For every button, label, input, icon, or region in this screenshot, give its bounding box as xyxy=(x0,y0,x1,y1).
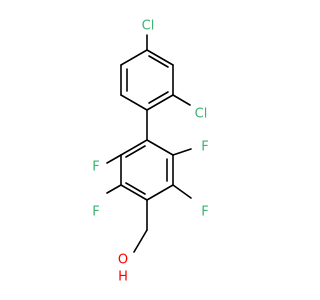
fluorine-label-upper-left: F xyxy=(92,160,99,175)
molecule-canvas: Cl Cl F F F F O H xyxy=(92,19,208,285)
bond xyxy=(120,49,148,66)
bond xyxy=(172,148,192,156)
structure-drawing: Cl Cl F F F F O H xyxy=(92,19,208,285)
bond xyxy=(120,94,148,111)
double-bond xyxy=(148,91,169,104)
bond xyxy=(120,184,148,201)
dichlorophenyl-ring xyxy=(120,49,174,111)
bond xyxy=(106,154,122,164)
bond xyxy=(146,94,174,111)
double-bond xyxy=(125,145,146,158)
chlorine-label-para: Cl xyxy=(142,19,155,34)
bond xyxy=(120,139,148,156)
chlorine-label-ortho: Cl xyxy=(195,107,208,122)
fluorine-label-lower-left: F xyxy=(92,205,99,220)
double-bond xyxy=(148,55,169,68)
hydrogen-label: H xyxy=(118,270,128,285)
fluorine-label-upper-right: F xyxy=(201,140,208,155)
fluorine-label-lower-right: F xyxy=(201,205,208,220)
bond xyxy=(146,184,174,201)
tetrafluorophenyl-ring xyxy=(120,139,174,201)
bond xyxy=(106,184,122,194)
bond xyxy=(172,94,191,106)
bond xyxy=(146,49,174,66)
bond xyxy=(133,229,148,253)
bond xyxy=(172,184,192,199)
oxygen-label: O xyxy=(118,253,128,268)
bond xyxy=(146,139,174,156)
double-bond xyxy=(125,182,146,195)
